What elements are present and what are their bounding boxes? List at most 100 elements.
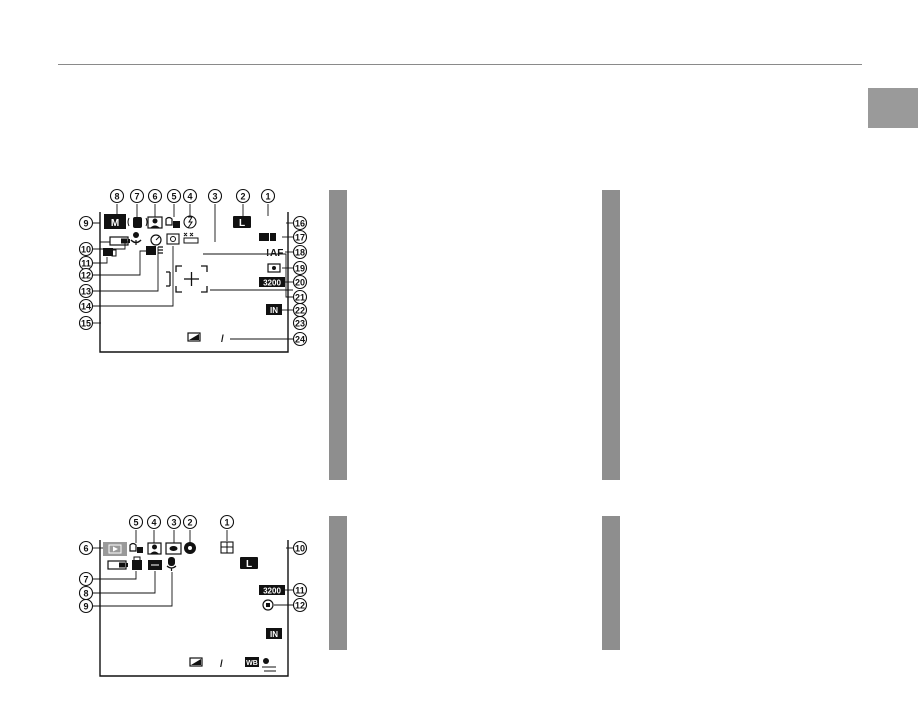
- playback-face-icon: [147, 542, 162, 555]
- dual-is-icon: [127, 217, 148, 228]
- playback-iso-badge: 3200: [259, 585, 285, 596]
- top-callout-circle-6: [147, 188, 163, 204]
- playback-size-icon: L: [240, 557, 258, 570]
- top-callout-number-17: 17: [295, 233, 305, 243]
- blur-warning-icon: [267, 263, 281, 273]
- metering-icon: [166, 233, 180, 245]
- af-warning-prefix: !: [266, 248, 269, 259]
- top-callout-circle-7: [129, 188, 145, 204]
- bottom-callout-circle-9: [78, 598, 94, 614]
- memory-label: IN: [270, 306, 278, 315]
- header-rule: [58, 64, 862, 65]
- top-callout-circle-15: [78, 315, 94, 331]
- top-callout-number-6: 6: [152, 192, 157, 202]
- top-callout-circle-8: [109, 188, 125, 204]
- top-callout-circle-23: [292, 315, 308, 331]
- bottom-callout-number-5: 5: [133, 518, 138, 528]
- top-callout-number-9: 9: [83, 219, 88, 229]
- top-callout-number-4: 4: [187, 192, 192, 202]
- playback-slash: /: [220, 659, 223, 670]
- top-callout-circle-12: [78, 267, 94, 283]
- image-size-icon: L: [233, 216, 251, 229]
- bottom-callout-number-12: 12: [295, 601, 305, 611]
- playback-memory-label: IN: [270, 630, 278, 639]
- top-callout-number-10: 10: [81, 245, 91, 255]
- top-callout-circle-13: [78, 283, 94, 299]
- image-quality-icon: [146, 246, 163, 255]
- exposure-slash: /: [221, 334, 224, 345]
- top-callout-number-12: 12: [81, 271, 91, 281]
- voice-memo-icon: [166, 557, 177, 571]
- top-callout-number-1: 1: [265, 192, 270, 202]
- playback-battery-icon: [107, 560, 128, 570]
- macro-icon: [130, 232, 142, 245]
- top-callout-circle-19: [292, 260, 308, 276]
- bottom-callout-number-3: 3: [171, 518, 176, 528]
- top-callout-circle-4: [182, 188, 198, 204]
- iso-label: 3200: [263, 279, 281, 288]
- shooting-mode-icon: M: [104, 214, 126, 229]
- bottom-callout-circle-7: [78, 571, 94, 587]
- text-column-bar-1: [329, 190, 347, 480]
- top-callout-number-18: 18: [295, 248, 305, 258]
- top-callout-number-14: 14: [81, 302, 91, 312]
- top-callout-circle-14: [78, 298, 94, 314]
- top-callout-number-5: 5: [171, 192, 176, 202]
- top-callout-number-11: 11: [81, 259, 91, 269]
- face-detection-icon: [147, 216, 163, 229]
- playback-memory-icon: IN: [266, 628, 282, 639]
- top-callout-number-7: 7: [134, 192, 139, 202]
- flash-mode-icon: [183, 215, 197, 229]
- instax-icon: [184, 542, 196, 554]
- top-callout-number-22: 22: [295, 306, 305, 316]
- top-callout-circle-24: [292, 331, 308, 347]
- playback-display: L 3200: [78, 514, 308, 677]
- bottom-callout-number-4: 4: [151, 518, 156, 528]
- iso-badge: 3200: [259, 277, 285, 288]
- top-callout-circle-16: [292, 215, 308, 231]
- top-callout-circle-1: [260, 188, 276, 204]
- top-callout-circle-2: [235, 188, 251, 204]
- self-timer-icon: [150, 234, 162, 246]
- face-recog-icon: [259, 233, 276, 241]
- bottom-callout-number-2: 2: [187, 518, 192, 528]
- top-callout-number-2: 2: [240, 192, 245, 202]
- bottom-callout-circle-5: [128, 514, 144, 530]
- shooting-mode-label: M: [111, 218, 119, 229]
- bottom-callout-number-1: 1: [224, 518, 229, 528]
- gift-icon: [220, 541, 234, 554]
- bottom-callout-circle-4: [146, 514, 162, 530]
- top-callout-number-19: 19: [295, 264, 305, 274]
- af-warning-label: AF: [270, 248, 283, 259]
- print-order-icon: [132, 556, 142, 570]
- top-callout-number-16: 16: [295, 219, 305, 229]
- top-callout-number-8: 8: [114, 192, 119, 202]
- playback-mode-icon: [103, 542, 127, 556]
- playback-frame: [99, 540, 289, 677]
- daylight-icon: [262, 658, 276, 672]
- exposure-comp-icon: [187, 332, 201, 342]
- continuous-icon: [103, 248, 117, 257]
- red-eye-icon: [165, 542, 182, 555]
- playback-size-label: L: [246, 559, 252, 570]
- text-column-bar-2: [602, 190, 620, 480]
- wb-label: WB: [246, 660, 258, 667]
- bottom-callout-circle-10: [292, 540, 308, 556]
- top-callout-circle-10: [78, 241, 94, 257]
- text-column-bar-4: [602, 516, 620, 650]
- section-tab: [868, 88, 918, 128]
- white-balance-icon: WB: [245, 657, 259, 667]
- bottom-callout-number-9: 9: [83, 602, 88, 612]
- playback-iso-label: 3200: [263, 587, 281, 596]
- text-column-bar-3: [329, 516, 347, 650]
- bottom-callout-circle-6: [78, 540, 94, 556]
- image-size-label: L: [239, 218, 245, 229]
- bottom-callout-circle-2: [182, 514, 198, 530]
- bottom-callout-circle-1: [219, 514, 235, 530]
- shooting-display: M L: [78, 188, 308, 353]
- top-callout-number-20: 20: [295, 278, 305, 288]
- top-callout-number-24: 24: [295, 335, 305, 345]
- top-callout-number-23: 23: [295, 319, 305, 329]
